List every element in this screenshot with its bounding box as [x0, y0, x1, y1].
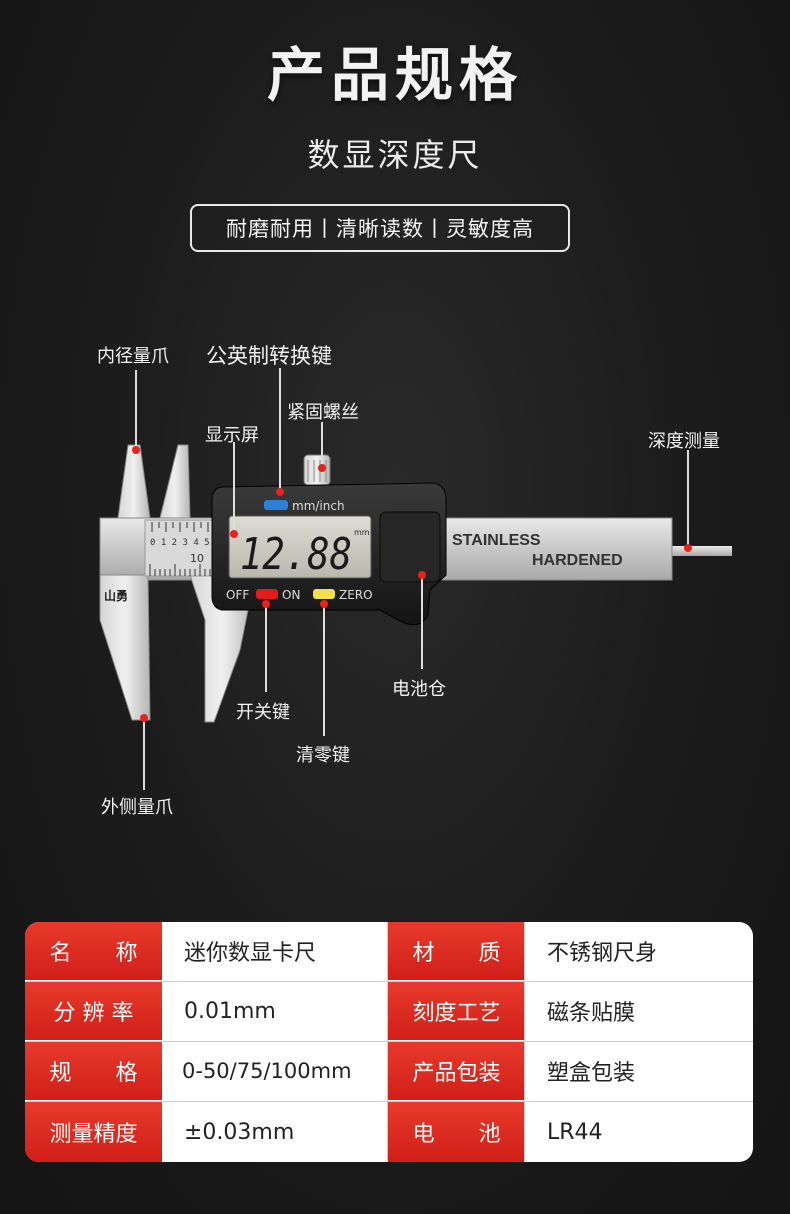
- spec-key: 分 辨 率: [25, 982, 162, 1040]
- spec-key: 产品包装: [388, 1042, 525, 1100]
- spec-key: 材 质: [388, 922, 525, 980]
- feature-tagline: 耐磨耐用丨清晰读数丨灵敏度高: [190, 204, 570, 252]
- marker-zero-key: [320, 600, 328, 608]
- spec-table: 名 称 迷你数显卡尺 材 质 不锈钢尺身 分 辨 率 0.01mm 刻度工艺 磁…: [25, 922, 753, 1162]
- label-display: 显示屏: [205, 425, 259, 446]
- row-divider: [25, 1041, 753, 1042]
- leader-unit-key: [279, 368, 281, 492]
- spec-row: 测量精度 ±0.03mm 电 池 LR44: [25, 1102, 753, 1162]
- leader-display: [233, 442, 235, 534]
- column-divider: [387, 922, 388, 1162]
- leader-battery: [421, 575, 423, 669]
- marker-inner-jaw: [132, 446, 140, 454]
- depth-rod: [660, 546, 732, 556]
- marker-outer-jaw: [140, 714, 148, 722]
- product-subtitle: 数显深度尺: [307, 136, 483, 174]
- spec-value: ±0.03mm: [184, 1119, 295, 1145]
- leader-depth: [687, 450, 689, 548]
- spec-key: 名 称: [25, 922, 162, 980]
- page-title: 产品规格: [266, 41, 523, 109]
- marker-power-key: [262, 600, 270, 608]
- lcd-screen: [228, 515, 372, 579]
- scale-digits: 0 1 2 3 4 5: [150, 538, 210, 548]
- inner-jaw-fixed: [117, 444, 151, 519]
- unit-button[interactable]: [264, 500, 288, 510]
- spec-value: 磁条贴膜: [547, 1001, 636, 1026]
- spec-value: 不锈钢尺身: [547, 941, 658, 966]
- inner-jaw-slider: [159, 444, 191, 519]
- spec-key: 电 池: [388, 1102, 525, 1162]
- leader-outer-jaw: [143, 718, 145, 790]
- label-lock-screw: 紧固螺丝: [287, 402, 359, 423]
- spec-row: 规 格 0-50/75/100mm 产品包装 塑盒包装: [25, 1042, 753, 1100]
- label-power-key: 开关键: [236, 702, 290, 723]
- spec-row: 分 辨 率 0.01mm 刻度工艺 磁条贴膜: [25, 982, 753, 1040]
- leader-lock-screw: [321, 422, 323, 468]
- brand-mark: 山勇: [104, 588, 128, 603]
- marker-display: [230, 530, 238, 538]
- label-battery: 电池仓: [392, 679, 446, 700]
- marker-depth: [684, 544, 692, 552]
- zero-button[interactable]: [313, 589, 335, 599]
- spec-value: LR44: [547, 1119, 603, 1145]
- label-inner-jaw: 内径量爪: [97, 346, 169, 367]
- scale-ten: 10: [190, 552, 204, 565]
- marker-battery: [418, 571, 426, 579]
- off-text: OFF: [226, 588, 249, 602]
- caliper-illustration: 0 1 2 3 4 5 10 山勇 STAINLESS HARDENED mm/…: [99, 444, 732, 723]
- label-unit-key: 公英制转换键: [206, 344, 332, 368]
- spec-key: 测量精度: [25, 1102, 162, 1162]
- spec-value: 迷你数显卡尺: [184, 941, 317, 966]
- spec-key: 刻度工艺: [388, 982, 525, 1040]
- marker-lock-screw: [318, 464, 326, 472]
- label-depth: 深度测量: [648, 431, 720, 452]
- power-button[interactable]: [256, 589, 278, 599]
- row-divider: [25, 1101, 753, 1102]
- row-divider: [25, 981, 753, 982]
- label-zero-key: 清零键: [296, 745, 350, 766]
- beam-text-hardened: HARDENED: [532, 552, 623, 569]
- leader-power-key: [265, 604, 267, 692]
- spec-key: 规 格: [25, 1042, 162, 1100]
- unit-button-text: mm/inch: [292, 499, 345, 513]
- marker-unit-key: [276, 488, 284, 496]
- spec-value: 0-50/75/100mm: [182, 1059, 352, 1083]
- lcd-reading: 12.88: [240, 529, 352, 580]
- spec-row: 名 称 迷你数显卡尺 材 质 不锈钢尺身: [25, 922, 753, 980]
- zero-text: ZERO: [339, 588, 373, 602]
- on-text: ON: [282, 588, 300, 602]
- spec-value: 0.01mm: [184, 998, 276, 1024]
- column-divider: [524, 922, 525, 1162]
- lcd-unit: mm: [354, 528, 370, 537]
- label-outer-jaw: 外侧量爪: [101, 797, 173, 818]
- battery-cover: [379, 511, 441, 583]
- beam-text-stainless: STAINLESS: [452, 532, 541, 549]
- spec-value: 塑盒包装: [547, 1061, 636, 1086]
- leader-inner-jaw: [135, 370, 137, 450]
- leader-zero-key: [323, 604, 325, 736]
